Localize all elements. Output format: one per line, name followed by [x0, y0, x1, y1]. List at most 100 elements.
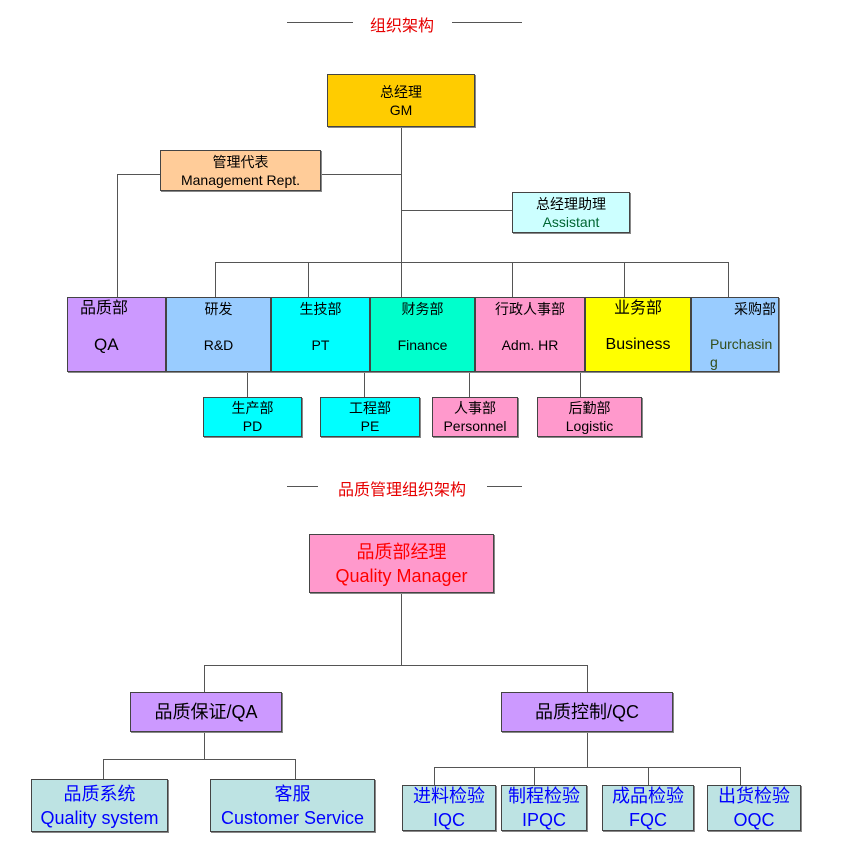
subdept-en: Logistic — [565, 418, 614, 434]
connector — [587, 732, 588, 767]
assistant-zh: 总经理助理 — [536, 195, 606, 212]
dept-finance: 财务部 Finance — [370, 297, 475, 372]
qa-label: 品质保证/QA — [154, 702, 258, 722]
dept-en: Adm. HR — [501, 337, 559, 353]
unit-en: IPQC — [521, 810, 566, 830]
connector — [728, 262, 729, 297]
connector — [204, 665, 205, 692]
connector — [215, 262, 728, 263]
subdept-pd: 生产部 PD — [203, 397, 302, 437]
dept-zh: 品质部 — [80, 300, 129, 317]
dept-business: 业务部 Business — [585, 297, 691, 372]
unit-en: FQC — [629, 810, 667, 830]
connector — [580, 372, 581, 397]
connector — [434, 767, 740, 768]
unit-en: OQC — [733, 810, 775, 830]
quality-org-title: 品质管理组织架构 — [337, 482, 467, 499]
unit-en: Customer Service — [220, 807, 365, 828]
dept-en: Purchasing — [710, 336, 773, 370]
unit-zh: 成品检验 — [612, 786, 684, 806]
title-rule — [452, 22, 522, 23]
dept-zh: 财务部 — [401, 301, 444, 317]
connector — [534, 767, 535, 785]
dept-zh: 生技部 — [299, 301, 342, 317]
quality-manager-box: 品质部经理 Quality Manager — [309, 534, 494, 593]
dept-zh: 采购部 — [734, 301, 776, 317]
title-rule — [287, 22, 353, 23]
connector — [103, 759, 295, 760]
connector — [103, 759, 104, 779]
dept-en: PT — [311, 337, 330, 353]
qm-en: Quality Manager — [335, 565, 468, 586]
title-rule — [487, 486, 522, 487]
subdept-en: PD — [242, 418, 263, 434]
title-rule — [287, 486, 318, 487]
connector — [364, 372, 365, 397]
gm-zh: 总经理 — [380, 83, 422, 100]
connector — [740, 767, 741, 785]
dept-en: Finance — [397, 337, 448, 353]
subdept-zh: 生产部 — [231, 400, 274, 416]
subdept-zh: 后勤部 — [568, 400, 611, 416]
connector — [295, 759, 296, 779]
mgmt-rep-zh: 管理代表 — [212, 153, 269, 170]
quality-system-box: 品质系统 Quality system — [31, 779, 168, 832]
dept-purchasing: 采购部 Purchasing — [691, 297, 779, 372]
connector — [215, 262, 216, 297]
mgmt-rep-en: Management Rept. — [180, 171, 301, 188]
dept-en: Business — [605, 336, 671, 353]
customer-service-box: 客服 Customer Service — [210, 779, 375, 832]
connector — [401, 210, 512, 211]
unit-en: IQC — [432, 810, 465, 830]
unit-zh: 进料检验 — [413, 786, 485, 806]
dept-rd: 研发 R&D — [166, 297, 271, 372]
connector — [401, 127, 402, 297]
subdept-pe: 工程部 PE — [320, 397, 420, 437]
ipqc-box: 制程检验 IPQC — [501, 785, 587, 831]
subdept-zh: 人事部 — [454, 400, 496, 416]
dept-en: QA — [94, 335, 119, 354]
dept-pt: 生技部 PT — [271, 297, 370, 372]
dept-zh: 业务部 — [613, 300, 662, 317]
fqc-box: 成品检验 FQC — [602, 785, 694, 831]
dept-qa: 品质部 QA — [67, 297, 166, 372]
subdept-en: Personnel — [443, 418, 507, 434]
qc-label: 品质控制/QC — [534, 702, 639, 722]
unit-en: Quality system — [40, 807, 159, 828]
connector — [247, 372, 248, 397]
dept-zh: 研发 — [204, 301, 233, 317]
gm-en: GM — [389, 101, 413, 118]
connector — [512, 262, 513, 297]
subdept-en: PE — [360, 418, 380, 434]
dept-hr: 行政人事部 Adm. HR — [475, 297, 585, 372]
unit-zh: 出货检验 — [718, 786, 790, 806]
connector — [648, 767, 649, 785]
unit-zh: 制程检验 — [508, 786, 580, 806]
iqc-box: 进料检验 IQC — [402, 785, 496, 831]
connector — [624, 262, 625, 297]
qa-box: 品质保证/QA — [130, 692, 282, 732]
connector — [469, 372, 470, 397]
connector — [117, 174, 118, 297]
connector — [204, 732, 205, 759]
connector — [587, 665, 588, 692]
subdept-logistic: 后勤部 Logistic — [537, 397, 642, 437]
dept-en: R&D — [203, 337, 234, 353]
qc-box: 品质控制/QC — [501, 692, 673, 732]
subdept-zh: 工程部 — [349, 400, 391, 416]
qm-zh: 品质部经理 — [356, 541, 447, 562]
connector — [434, 767, 435, 785]
dept-zh: 行政人事部 — [495, 301, 565, 317]
connector — [401, 593, 402, 665]
subdept-personnel: 人事部 Personnel — [432, 397, 518, 437]
unit-zh: 客服 — [274, 783, 311, 804]
oqc-box: 出货检验 OQC — [707, 785, 801, 831]
org-chart-title: 组织架构 — [369, 18, 435, 35]
unit-zh: 品质系统 — [63, 783, 136, 804]
assistant-en: Assistant — [542, 213, 600, 230]
connector — [204, 665, 587, 666]
connector — [308, 262, 309, 297]
